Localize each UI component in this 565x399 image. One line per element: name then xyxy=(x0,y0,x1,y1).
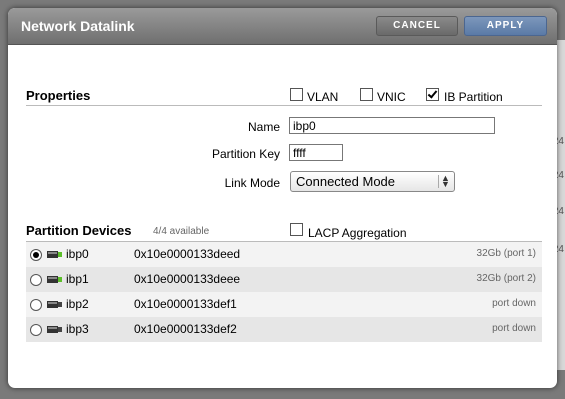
name-label: Name xyxy=(247,120,280,134)
device-row[interactable]: ibp3 0x10e0000133def2 port down xyxy=(26,317,542,342)
lacp-checkbox[interactable] xyxy=(290,223,303,236)
device-row[interactable]: ibp1 0x10e0000133deee 32Gb (port 2) xyxy=(26,267,542,292)
device-name: ibp0 xyxy=(66,247,89,261)
cancel-button[interactable]: CANCEL xyxy=(376,16,458,36)
device-row[interactable]: ibp2 0x10e0000133def1 port down xyxy=(26,292,542,317)
name-field[interactable]: ibp0 xyxy=(289,117,495,134)
device-status: port down xyxy=(492,323,536,334)
properties-heading: Properties xyxy=(26,88,91,103)
link-mode-label: Link Mode xyxy=(224,176,280,190)
link-mode-select[interactable]: Connected Mode ▲▼ xyxy=(290,171,455,192)
network-port-icon xyxy=(47,251,62,258)
network-datalink-dialog: Network Datalink CANCEL APPLY Properties… xyxy=(8,8,557,388)
available-count: 4/4 available xyxy=(153,226,210,237)
background-text: 24 xyxy=(552,206,564,217)
apply-button[interactable]: APPLY xyxy=(464,16,547,36)
dialog-title: Network Datalink xyxy=(21,18,135,34)
device-radio[interactable] xyxy=(30,324,42,336)
ib-partition-label: IB Partition xyxy=(444,90,503,104)
device-status: port down xyxy=(492,298,536,309)
vnic-label: VNIC xyxy=(377,90,406,104)
vlan-checkbox[interactable] xyxy=(290,88,303,101)
device-guid: 0x10e0000133deee xyxy=(134,272,241,286)
device-status: 32Gb (port 2) xyxy=(476,273,536,284)
background-text: 24 xyxy=(552,244,564,255)
device-name: ibp3 xyxy=(66,322,89,336)
device-guid: 0x10e0000133deed xyxy=(134,247,241,261)
partition-key-field[interactable]: ffff xyxy=(289,144,343,161)
device-status: 32Gb (port 1) xyxy=(476,248,536,259)
properties-divider xyxy=(26,105,542,106)
lacp-label: LACP Aggregation xyxy=(308,226,407,240)
device-radio[interactable] xyxy=(30,299,42,311)
device-guid: 0x10e0000133def1 xyxy=(134,297,237,311)
vnic-checkbox[interactable] xyxy=(360,88,373,101)
ib-partition-checkbox[interactable] xyxy=(426,88,439,101)
partition-devices-heading: Partition Devices xyxy=(26,223,132,238)
devices-divider xyxy=(26,241,542,242)
partition-key-label: Partition Key xyxy=(211,147,280,161)
device-radio[interactable] xyxy=(30,274,42,286)
device-name: ibp2 xyxy=(66,297,89,311)
network-port-icon xyxy=(47,326,62,333)
background-edge-text xyxy=(0,50,8,80)
network-port-icon xyxy=(47,276,62,283)
device-guid: 0x10e0000133def2 xyxy=(134,322,237,336)
device-row[interactable]: ibp0 0x10e0000133deed 32Gb (port 1) xyxy=(26,242,542,267)
background-text: 24 xyxy=(552,170,564,181)
vlan-label: VLAN xyxy=(307,90,339,104)
device-name: ibp1 xyxy=(66,272,89,286)
device-radio[interactable] xyxy=(30,249,42,261)
select-arrows-icon: ▲▼ xyxy=(438,174,452,189)
background-text: 24 xyxy=(552,136,564,147)
dialog-titlebar: Network Datalink CANCEL APPLY xyxy=(8,8,557,45)
network-port-icon xyxy=(47,301,62,308)
link-mode-value: Connected Mode xyxy=(296,174,396,189)
